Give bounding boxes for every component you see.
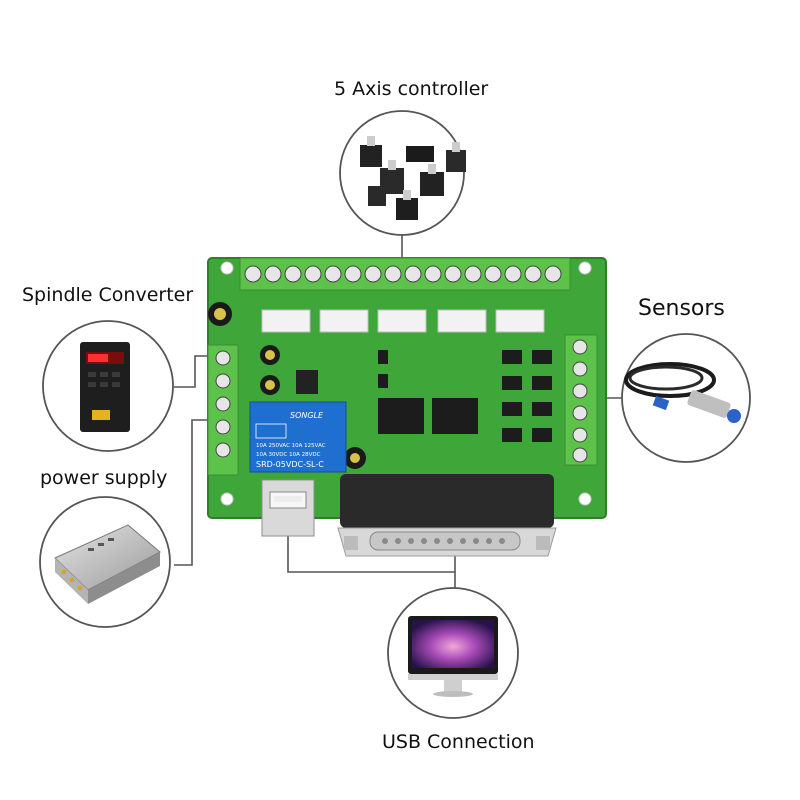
axis-controller-callout: [339, 110, 466, 236]
power-supply-icon: [54, 524, 161, 604]
power-supply-callout: [39, 496, 171, 628]
axis-headers: [261, 309, 545, 333]
relay-brand: SONGLE: [290, 411, 324, 420]
label-usb-connection: USB Connection: [382, 731, 535, 753]
label-spindle-converter: Spindle Converter: [22, 284, 194, 306]
breakout-board: SONGLE 10A 250VAC 10A 125VAC 10A 30VDC 1…: [207, 257, 607, 557]
usb-port: [261, 479, 315, 537]
usb-connector-line: [287, 530, 456, 573]
inverter-icon: [80, 342, 130, 432]
relay-model: SRD-05VDC-SL-C: [256, 460, 324, 469]
top-terminal-block: [239, 257, 571, 291]
mounting-hole: [578, 492, 592, 506]
right-terminal-block: [564, 334, 598, 466]
ic-chips: [378, 350, 478, 434]
capacitors: [208, 302, 366, 469]
relay: SONGLE 10A 250VAC 10A 125VAC 10A 30VDC 1…: [249, 401, 347, 473]
mounting-hole: [578, 261, 592, 275]
monitor-icon: [408, 616, 498, 697]
mounting-hole: [220, 492, 234, 506]
stepper-motors-icon: [360, 136, 466, 220]
spindle-converter-callout: [42, 320, 174, 452]
usb-connection-callout: [387, 587, 519, 719]
label-axis-controller: 5 Axis controller: [334, 78, 489, 100]
optocouplers: [502, 350, 552, 442]
label-power-supply: power supply: [40, 467, 168, 489]
relay-specs-line2: 10A 30VDC 10A 28VDC: [256, 452, 321, 458]
db25-connector: [337, 474, 557, 557]
voltage-regulator: [296, 370, 318, 394]
mounting-hole: [220, 261, 234, 275]
left-terminal-block: [207, 344, 239, 476]
terminal-screws: [244, 265, 562, 283]
sensors-callout: [621, 333, 751, 463]
relay-specs-line1: 10A 250VAC 10A 125VAC: [256, 443, 326, 449]
proximity-sensor-icon: [624, 362, 741, 423]
label-sensors: Sensors: [638, 296, 725, 321]
